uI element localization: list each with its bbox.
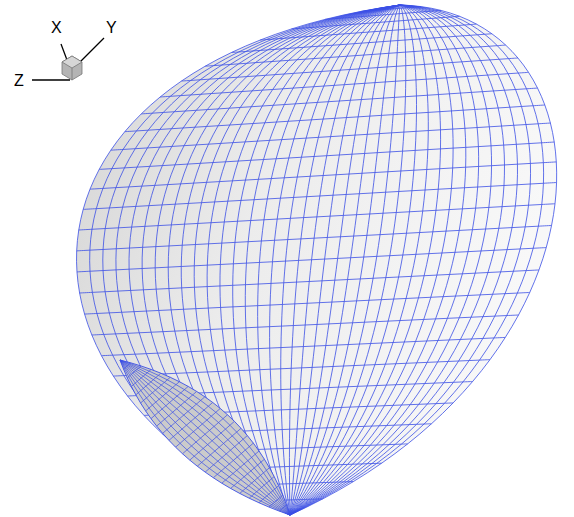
- mesh-line: [113, 360, 490, 376]
- mesh-line: [120, 360, 290, 515]
- mesh-surface: [77, 5, 557, 515]
- mesh-line: [116, 5, 400, 515]
- axis-cube-edge: [72, 68, 73, 80]
- mesh-line: [258, 5, 400, 515]
- mesh-line: [80, 270, 539, 293]
- mesh-line: [141, 88, 537, 114]
- mesh-line: [245, 5, 400, 515]
- mesh-line: [361, 7, 421, 12]
- axis-line: [32, 79, 70, 80]
- mesh-line: [120, 360, 290, 515]
- mesh-line: [290, 5, 517, 515]
- mesh-line: [290, 5, 479, 515]
- axis-triad: [32, 38, 104, 80]
- mesh-line: [120, 360, 290, 515]
- mesh-line: [233, 5, 400, 515]
- mesh-line: [260, 24, 476, 40]
- mesh-line: [99, 142, 554, 169]
- mesh-line: [120, 360, 290, 515]
- axis-label: Y: [106, 20, 117, 36]
- mesh-line: [85, 292, 530, 314]
- axis-label: X: [51, 20, 62, 36]
- mesh-line: [77, 225, 552, 250]
- mesh-line: [120, 360, 290, 515]
- mesh-line: [90, 5, 400, 515]
- mesh-line: [181, 58, 517, 81]
- mesh-line: [205, 45, 505, 66]
- mesh-line: [290, 5, 544, 515]
- mesh-line: [290, 5, 531, 515]
- mesh-line: [120, 360, 290, 515]
- mesh-line: [92, 315, 519, 335]
- mesh-cut-face: [120, 360, 290, 515]
- mesh-line: [270, 5, 400, 515]
- mesh-line: [325, 10, 441, 19]
- mesh-line: [77, 248, 546, 272]
- surface-fill: [77, 5, 557, 515]
- mesh-line: [79, 204, 555, 230]
- mesh-line: [290, 5, 453, 515]
- cut-face-fill: [120, 360, 290, 515]
- axis-label: Z: [14, 73, 24, 89]
- mesh-line: [290, 5, 557, 515]
- mesh-line: [120, 360, 290, 515]
- mesh-line: [290, 5, 466, 515]
- mesh-line: [120, 360, 290, 515]
- mesh-line: [101, 337, 505, 355]
- axis-cube: [62, 56, 82, 80]
- axis-cube-top: [62, 56, 82, 68]
- mesh-line: [231, 34, 491, 53]
- mesh-line: [83, 183, 556, 210]
- mesh-line: [90, 162, 556, 189]
- mesh-line: [103, 5, 400, 515]
- mesh-line: [77, 5, 400, 515]
- mesh-line: [120, 360, 290, 515]
- mesh-line: [160, 72, 528, 97]
